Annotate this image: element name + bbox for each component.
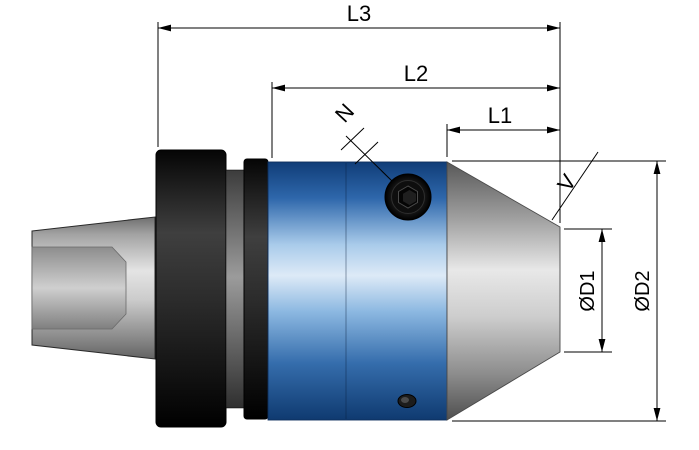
annotation-v: V (551, 151, 599, 221)
annotation-label-v: V (552, 169, 581, 195)
n-tick-1 (340, 127, 365, 151)
flange-group (155, 149, 269, 428)
dimension-d1: ØD1 (564, 228, 612, 353)
dim-label-l2: L2 (404, 61, 428, 86)
l2-arrow-left (272, 84, 285, 92)
n-tick-2 (354, 141, 379, 165)
balance-hole (397, 394, 417, 408)
shank-bore-contour (31, 246, 127, 330)
l1-arrow-right (547, 126, 560, 134)
n-leader-line (345, 135, 393, 182)
hex-socket-depth (403, 190, 416, 205)
dimension-l2: L2 (271, 61, 560, 158)
d1-arrow-top (598, 229, 606, 242)
d2-arrow-top (653, 161, 661, 174)
dim-label-d1: ØD1 (577, 270, 599, 311)
dimension-l1: L1 (446, 103, 560, 157)
flange-disc (155, 149, 227, 428)
l3-arrow-right (547, 24, 560, 32)
nose-cone-taper (446, 161, 561, 421)
shank-group (31, 216, 156, 360)
flange-ring (243, 158, 269, 420)
d2-arrow-bottom (653, 408, 661, 421)
d1-arrow-bottom (598, 339, 606, 352)
flange-groove (225, 169, 245, 409)
v-angle-line (551, 151, 599, 221)
l3-arrow-left (158, 24, 171, 32)
l2-arrow-right (547, 84, 560, 92)
dim-label-d2: ØD2 (632, 270, 654, 311)
annotation-label-n: N (330, 99, 359, 128)
dim-label-l3: L3 (347, 1, 371, 26)
nose-cone (446, 161, 561, 421)
clamp-screw (384, 173, 432, 221)
dimension-d2: ØD2 (452, 160, 666, 422)
dim-label-l1: L1 (488, 103, 512, 128)
l1-arrow-left (447, 126, 460, 134)
balance-hole-inner (401, 397, 409, 403)
dimension-l3: L3 (157, 1, 561, 223)
